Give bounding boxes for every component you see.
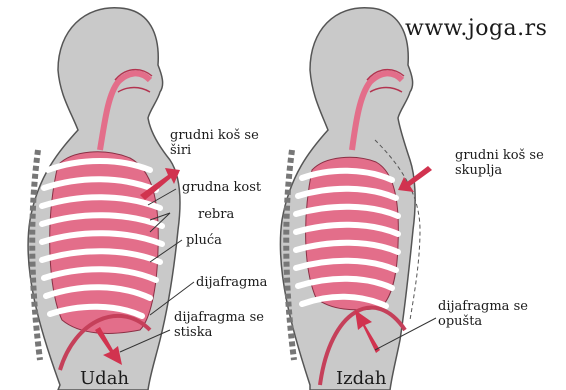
label-diaphragm: dijafragma: [196, 275, 267, 290]
label-chest-contracts: grudni koš se skuplja: [455, 148, 544, 178]
label-sternum: grudna kost: [182, 180, 261, 195]
label-ribs: rebra: [198, 207, 234, 222]
label-chest-expands: grudni koš se širi: [170, 128, 259, 158]
exhale-figure: [280, 8, 436, 390]
site-watermark: www.joga.rs: [405, 16, 547, 41]
label-lungs: pluća: [186, 233, 222, 248]
caption-inhale: Udah: [80, 368, 129, 389]
caption-exhale: Izdah: [336, 368, 386, 389]
label-diaphragm-contracts: dijafragma se stiska: [174, 310, 264, 340]
inhale-figure: [28, 8, 194, 390]
label-diaphragm-relaxes: dijafragma se opušta: [438, 299, 528, 329]
